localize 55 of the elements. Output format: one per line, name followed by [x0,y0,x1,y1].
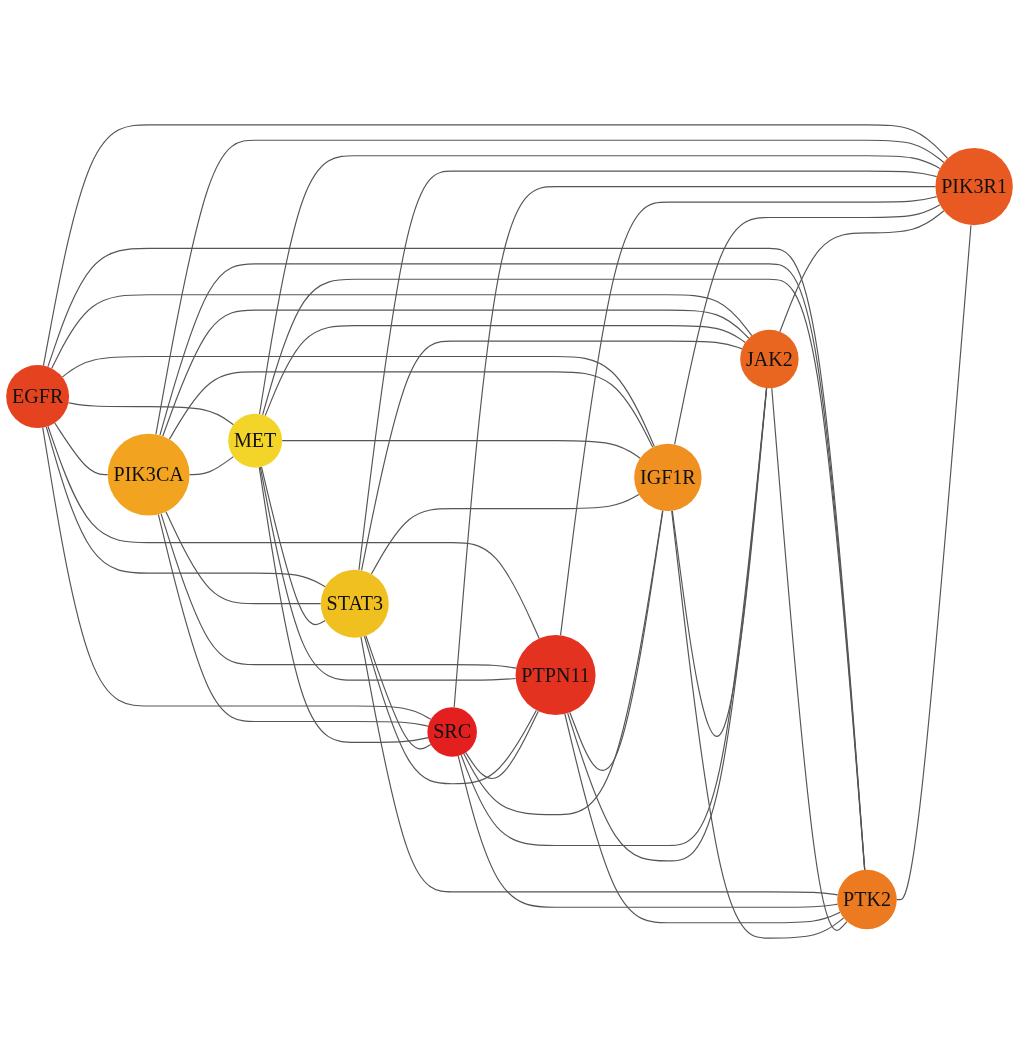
node-circle: IGF1R [634,443,702,512]
connector [168,371,654,448]
connector [358,170,938,571]
connector [457,755,839,908]
connector [674,204,941,445]
connector [160,513,517,669]
connector [465,710,539,780]
node-circle: PIK3R1 [935,147,1013,226]
connector [47,247,866,871]
node-circle: MET [228,413,283,468]
connector [262,278,866,871]
connector [779,210,945,333]
connector [671,387,768,737]
connector [260,466,326,626]
connector [360,636,839,896]
connector [45,426,326,588]
connector [460,387,768,847]
connector [258,155,941,415]
connector [365,635,432,750]
connector [453,186,936,708]
connector [47,425,540,640]
node-circle: PTPN11 [515,635,596,716]
connector [51,294,753,369]
node-circle: STAT3 [320,569,389,638]
connector [671,510,845,939]
connector [155,139,945,435]
connector [189,456,234,476]
connector [259,466,517,681]
connector [363,635,537,785]
connector [157,513,429,727]
node-circle: SRC [427,707,477,757]
connector [896,224,972,901]
connector [42,124,949,367]
connector [564,713,841,924]
connector [567,387,768,862]
connector [463,510,664,816]
connector [67,402,234,426]
connector [559,196,938,636]
connector [569,510,664,771]
connector [370,493,640,575]
connector [54,422,109,476]
node-circle: PIK3CA [107,433,190,516]
connector [61,355,655,448]
connector [264,325,746,417]
node-circle: JAK2 [740,329,799,389]
node-circle: EGFR [6,365,70,429]
connector [258,466,429,743]
node-circle: PTK2 [837,869,897,930]
connector [42,427,432,720]
connector [165,511,322,605]
connector [360,340,743,571]
connector [159,263,866,871]
connector [281,440,641,459]
connector [771,387,848,931]
connector [162,309,750,437]
